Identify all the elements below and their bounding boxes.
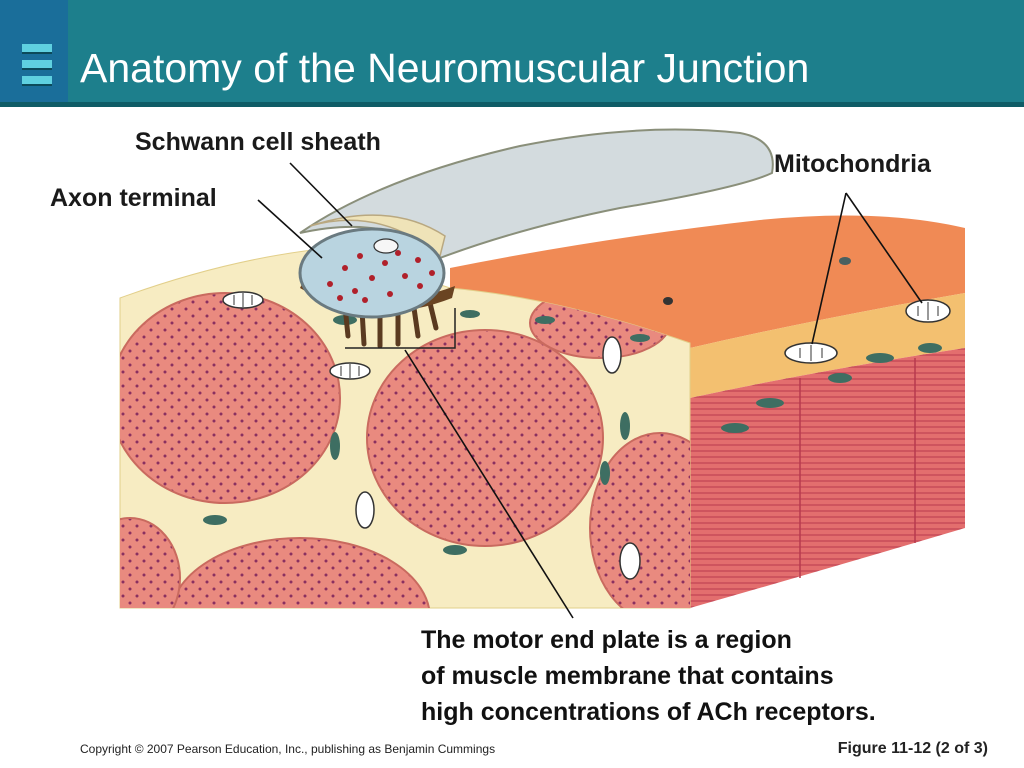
caption-highlight: motor end plate bbox=[472, 626, 660, 654]
copyright-notice: Copyright © 2007 Pearson Education, Inc.… bbox=[80, 742, 496, 756]
header-divider bbox=[0, 102, 1024, 107]
axon-terminal-label: Axon terminal bbox=[50, 184, 217, 212]
slide-logo-icon bbox=[0, 0, 68, 107]
slide-header: Anatomy of the Neuromuscular Junction bbox=[0, 0, 1024, 107]
caption-line-3: high concentrations of ACh receptors. bbox=[421, 698, 876, 726]
end-plate-leader-line bbox=[404, 349, 574, 619]
synaptic-vesicles bbox=[327, 250, 435, 303]
mitochondrion bbox=[619, 542, 641, 580]
neuromuscular-junction-diagram bbox=[119, 128, 965, 619]
axon-terminal bbox=[298, 227, 446, 319]
slide-title: Anatomy of the Neuromuscular Junction bbox=[80, 45, 810, 91]
caption-text: is a region bbox=[659, 626, 792, 654]
mitochondria-label: Mitochondria bbox=[774, 150, 931, 178]
axon-leader-line bbox=[257, 199, 323, 259]
mitochondria-leader-line bbox=[845, 192, 923, 304]
schwann-cell-sheath-label: Schwann cell sheath bbox=[135, 128, 381, 156]
caption-text: The bbox=[421, 626, 473, 654]
caption-line-2: of muscle membrane that contains bbox=[421, 662, 834, 690]
schwann-leader-line bbox=[289, 162, 353, 227]
muscle-fiber bbox=[120, 517, 181, 608]
caption-line-1: The motor end plate is a region bbox=[421, 622, 876, 658]
mitochondrion bbox=[355, 491, 375, 529]
logo-bar bbox=[22, 60, 52, 70]
logo-bar bbox=[22, 76, 52, 86]
muscle-top-surface bbox=[450, 215, 965, 348]
figure-number: Figure 11-12 (2 of 3) bbox=[837, 740, 988, 757]
end-plate-bracket bbox=[345, 308, 456, 349]
muscle-fiber bbox=[120, 292, 341, 504]
muscle-fiber bbox=[366, 329, 604, 547]
mitochondria-leader-line bbox=[811, 192, 847, 345]
striated-side-face bbox=[690, 348, 965, 608]
logo-bar bbox=[22, 44, 52, 54]
mitochondrion bbox=[602, 336, 622, 374]
muscle-fiber bbox=[169, 537, 431, 608]
motor-end-plate-caption: The motor end plate is a region of muscl… bbox=[421, 622, 876, 730]
